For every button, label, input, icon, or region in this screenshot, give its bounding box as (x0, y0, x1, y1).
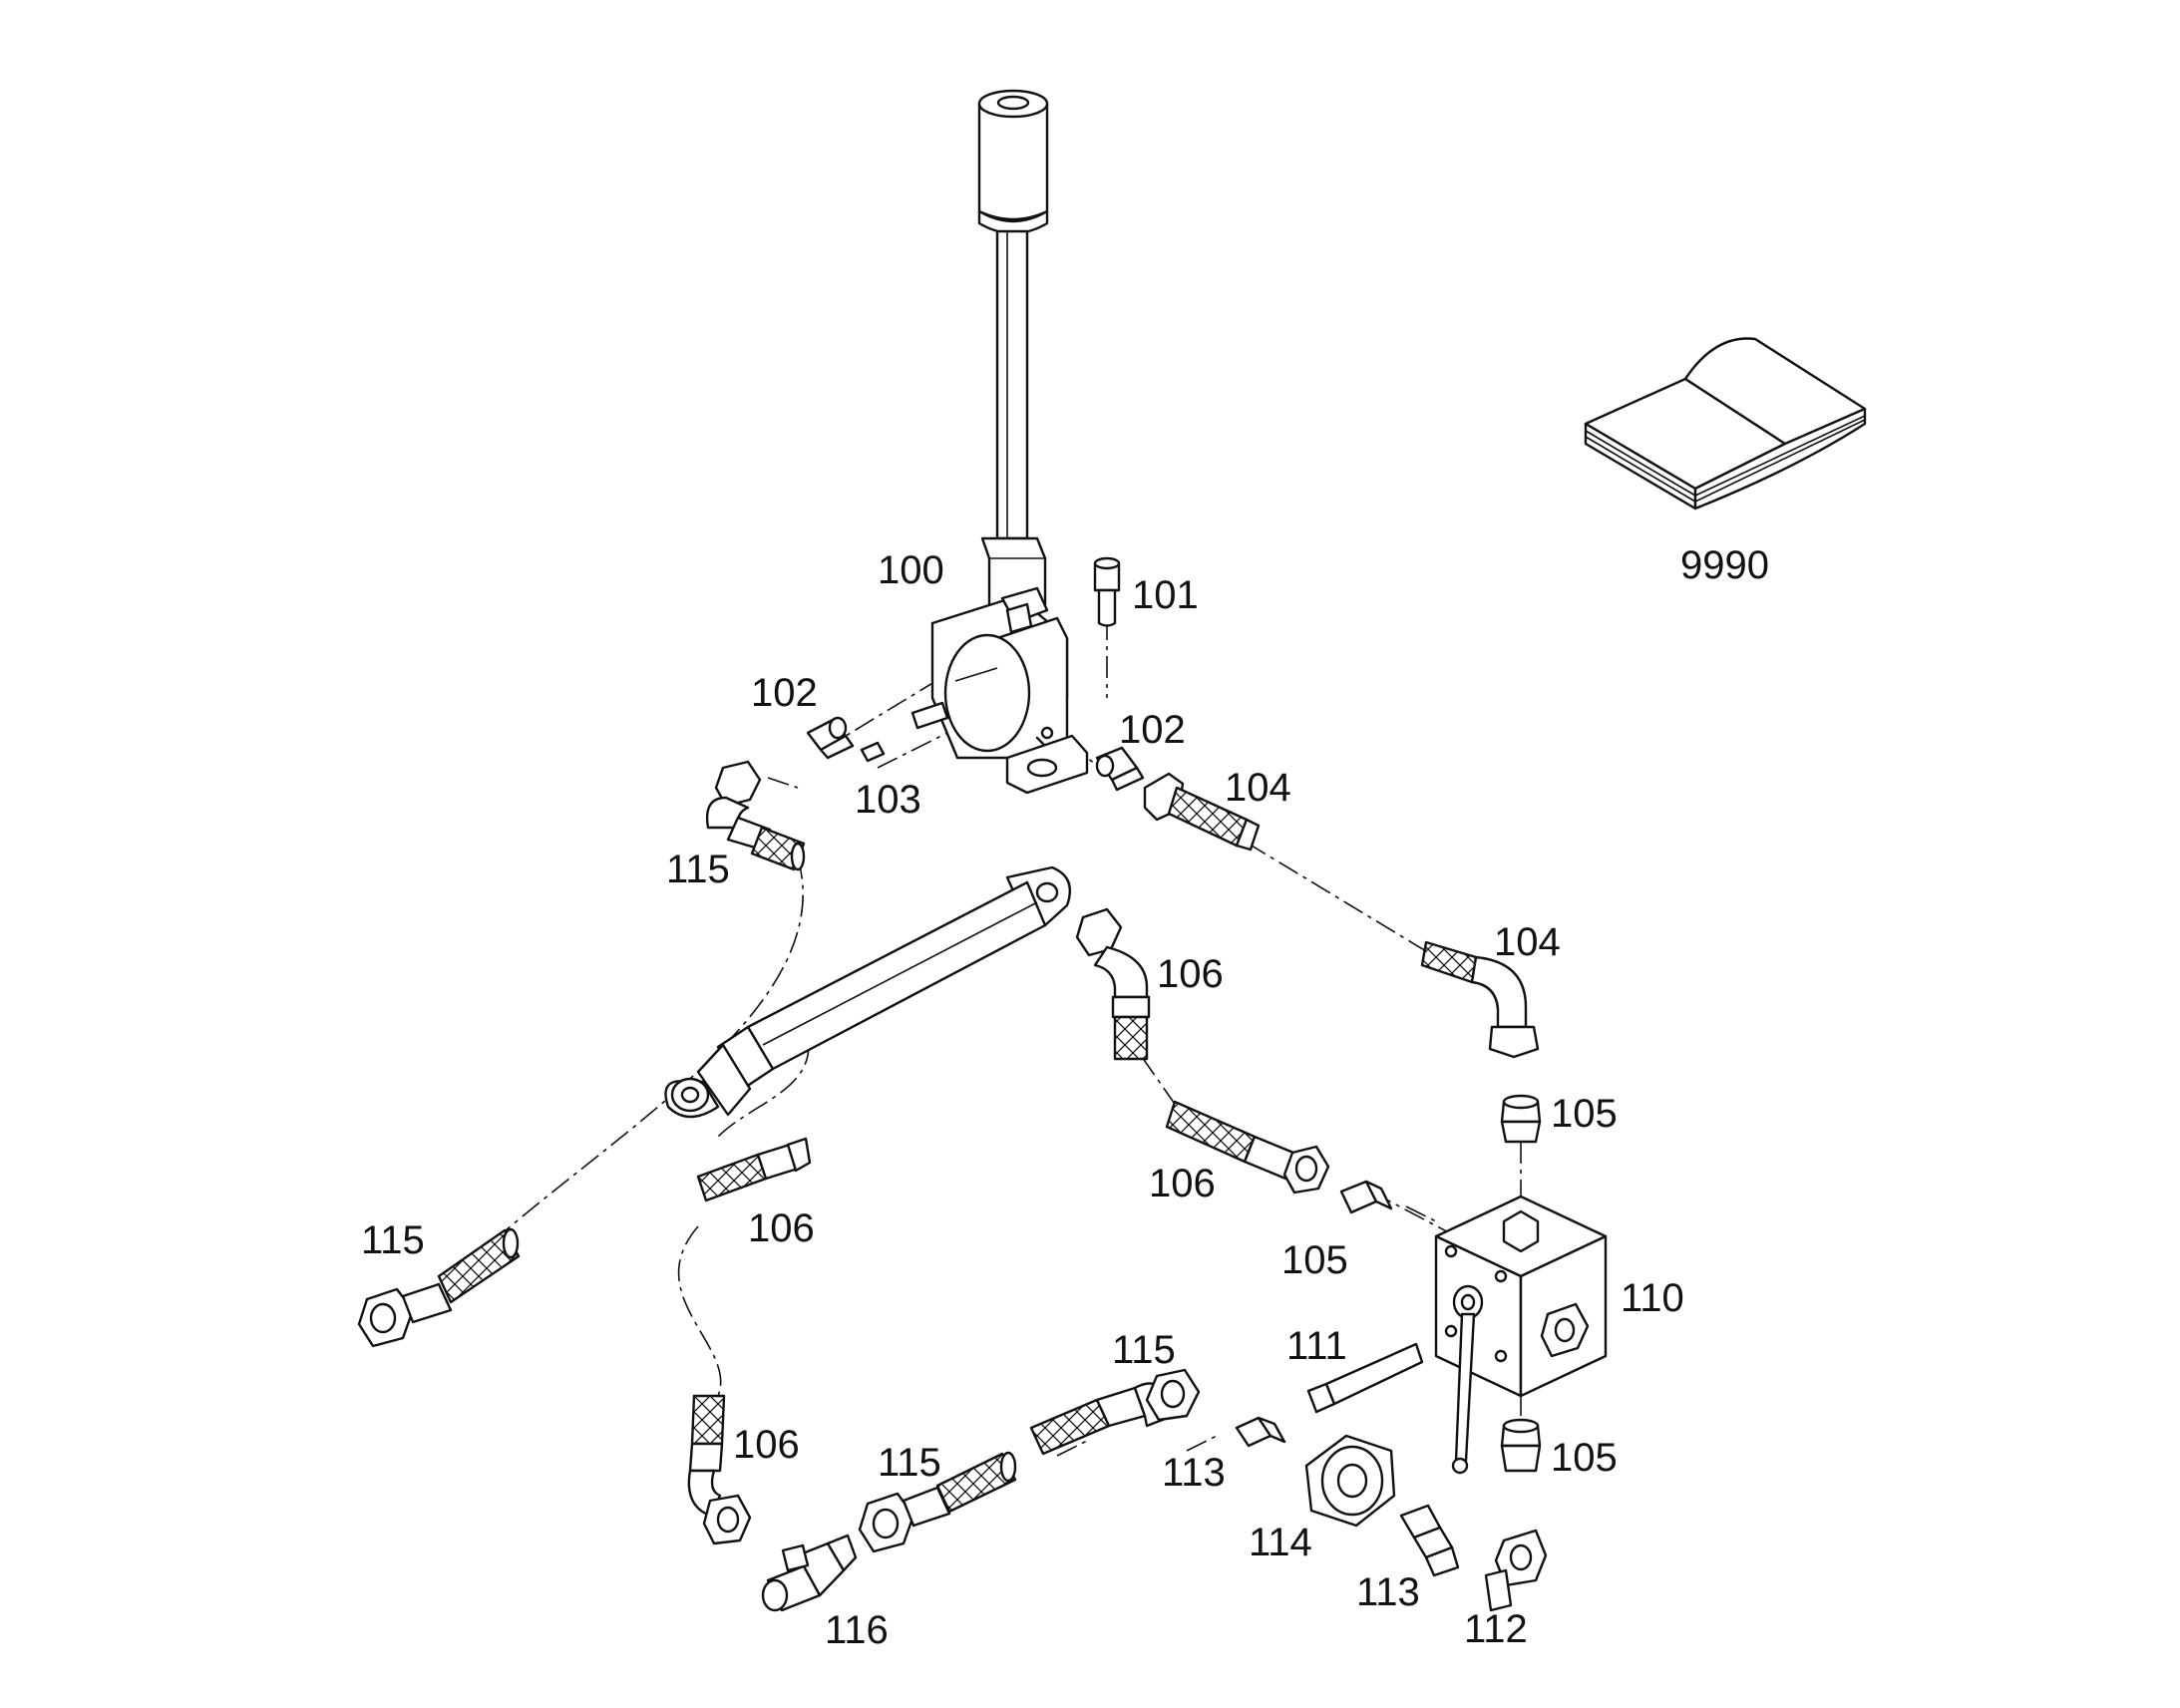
hose-104-upper (1143, 772, 1261, 852)
label-106-top: 106 (1157, 952, 1224, 996)
hose-106-mid-left (696, 1137, 812, 1202)
hose-106-lower-left (687, 1394, 752, 1545)
hose-115-left (357, 1227, 521, 1348)
hose-115-bottom-left (858, 1451, 1017, 1553)
pump-100 (910, 89, 1089, 795)
fitting-102-right (1095, 746, 1145, 792)
nut-114 (1304, 1434, 1396, 1528)
label-101: 101 (1132, 573, 1199, 617)
label-115-bottom-left: 115 (878, 1441, 941, 1485)
tee-fitting-116 (761, 1534, 858, 1612)
elbow-fitting-112 (1484, 1529, 1548, 1612)
label-105-left: 105 (1281, 1238, 1348, 1282)
hose-106-mid-right (1165, 1100, 1330, 1195)
fitting-105-top (1500, 1094, 1542, 1144)
valve-block-110 (1434, 1195, 1608, 1475)
label-113-left: 113 (1162, 1451, 1226, 1495)
fitting-113-left (1235, 1416, 1286, 1448)
callout-labels: 100 101 102 102 103 104 104 105 105 105 … (361, 543, 1769, 1652)
hydraulic-cylinder (664, 865, 1072, 1119)
label-112: 112 (1464, 1607, 1528, 1651)
label-105-top: 105 (1551, 1092, 1618, 1136)
hose-115-top (705, 760, 806, 871)
label-110: 110 (1621, 1276, 1684, 1320)
label-114: 114 (1249, 1521, 1312, 1564)
label-105-bottom: 105 (1551, 1436, 1618, 1480)
screw-101 (1093, 556, 1121, 627)
fitting-113-right (1399, 1504, 1460, 1577)
hose-115-bottom-right (1029, 1368, 1201, 1456)
label-115-bottom-right: 115 (1112, 1328, 1176, 1372)
manual-book-9990 (1584, 337, 1867, 511)
label-115-top: 115 (666, 848, 730, 891)
label-102-left: 102 (751, 671, 818, 715)
screw-111 (1306, 1342, 1424, 1414)
label-106-lower-left: 106 (733, 1423, 800, 1467)
fitting-105-bottom (1500, 1418, 1542, 1473)
label-113-right: 113 (1356, 1570, 1420, 1614)
label-102-right: 102 (1119, 708, 1186, 752)
hose-104-lower (1420, 940, 1540, 1059)
label-106-mid-right: 106 (1149, 1162, 1216, 1205)
hose-106-top (1075, 907, 1151, 1061)
label-104-upper: 104 (1225, 766, 1291, 810)
label-115-left: 115 (361, 1218, 425, 1262)
label-106-mid-left: 106 (748, 1206, 815, 1250)
label-9990: 9990 (1680, 543, 1769, 587)
fitting-105-left (1339, 1180, 1393, 1214)
plug-103 (860, 741, 886, 763)
label-111: 111 (1286, 1324, 1347, 1368)
fitting-102-left (806, 716, 855, 760)
label-100: 100 (878, 548, 944, 592)
label-104-lower: 104 (1494, 920, 1561, 964)
label-116: 116 (825, 1608, 889, 1652)
label-103: 103 (855, 778, 921, 822)
